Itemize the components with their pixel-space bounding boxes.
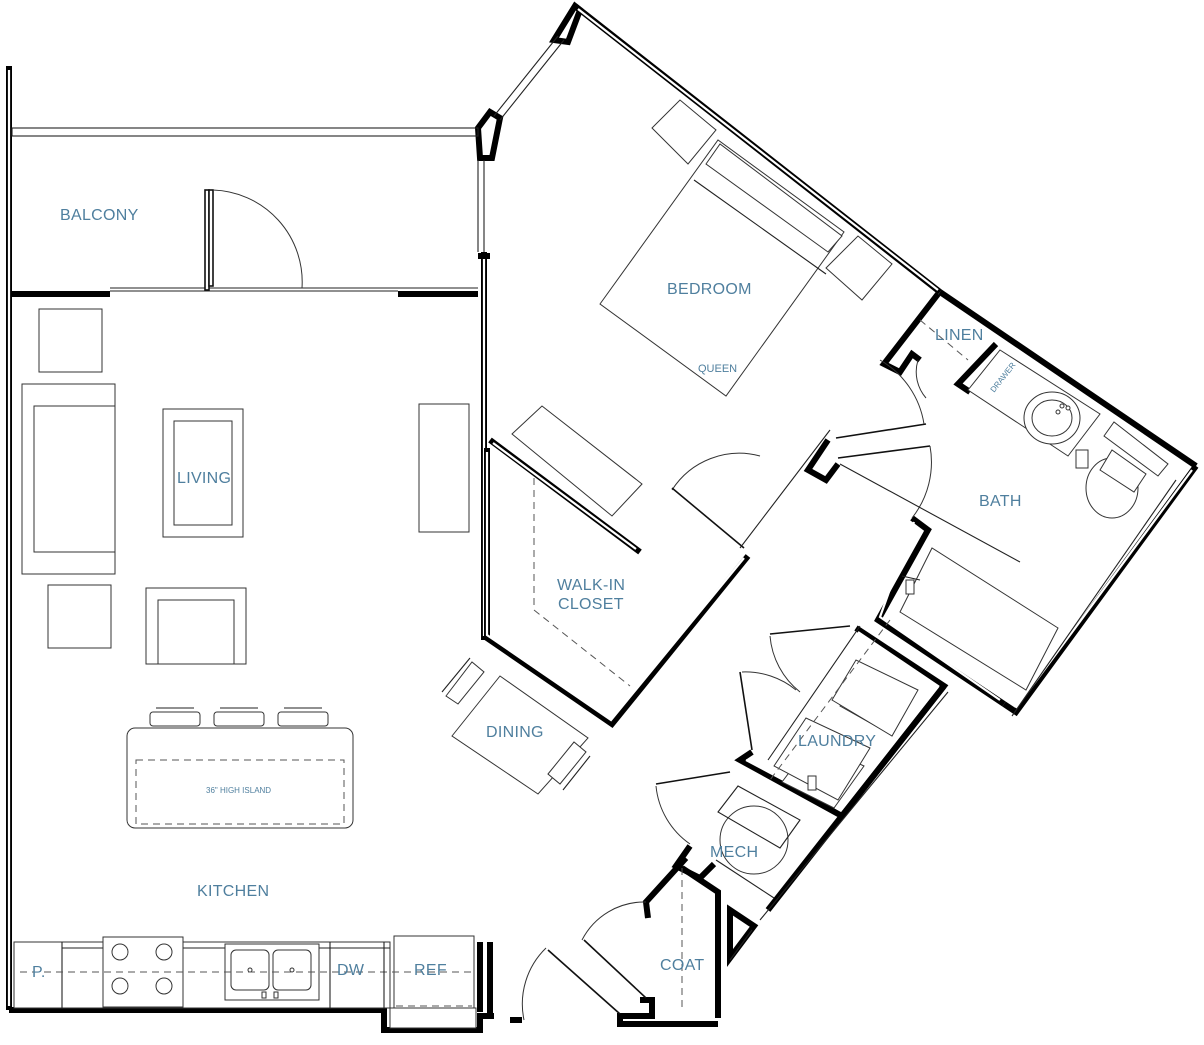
living-furniture: [21, 308, 470, 665]
label-balcony: BALCONY: [60, 207, 139, 224]
side-table: [38, 308, 103, 373]
label-pantry: P.: [32, 964, 46, 981]
mech: [655, 771, 801, 899]
label-bath: BATH: [979, 493, 1022, 510]
label-linen: LINEN: [935, 327, 984, 344]
label-walkin-2: CLOSET: [558, 596, 624, 613]
bath-doors: [835, 359, 1021, 563]
label-walkin-1: WALK-IN: [557, 577, 625, 594]
exterior-edges: [729, 479, 1177, 961]
label-dining: DINING: [486, 724, 544, 741]
laundry: [739, 619, 919, 809]
label-coat: COAT: [660, 957, 704, 974]
tv-console: [418, 403, 470, 533]
label-bedroom: BEDROOM: [667, 281, 752, 298]
kitchen-counter: [13, 935, 477, 1029]
dresser: [511, 405, 643, 517]
balcony: [11, 127, 485, 292]
kitchen-island: [126, 707, 354, 829]
label-ref: REF: [414, 962, 447, 979]
label-laundry: LAUNDRY: [798, 733, 876, 750]
label-living: LIVING: [177, 470, 231, 487]
bedroom-window: [493, 35, 565, 121]
bar-stools: [149, 707, 329, 727]
closet-shelving: [533, 478, 631, 687]
bedroom-door: [671, 429, 831, 549]
water-heater: [719, 805, 789, 875]
room-labels: BALCONY BEDROOM QUEEN LINEN DRAWER LIVIN…: [32, 207, 1022, 981]
label-mech: MECH: [710, 844, 758, 861]
bedroom-furniture: [511, 99, 893, 517]
label-kitchen: KITCHEN: [197, 883, 269, 900]
side-table: [47, 584, 112, 649]
bathtub: [899, 547, 1059, 691]
bath-fixtures: [899, 349, 1169, 691]
label-queen: QUEEN: [698, 363, 737, 375]
label-island: 36" HIGH ISLAND: [206, 786, 271, 795]
toilet-tank: [1103, 421, 1169, 477]
queen-bed: [599, 139, 845, 397]
label-dw: DW: [337, 962, 365, 979]
dining-table: [441, 657, 591, 795]
coat-closet: [521, 868, 683, 1021]
linen-door: [915, 319, 969, 399]
